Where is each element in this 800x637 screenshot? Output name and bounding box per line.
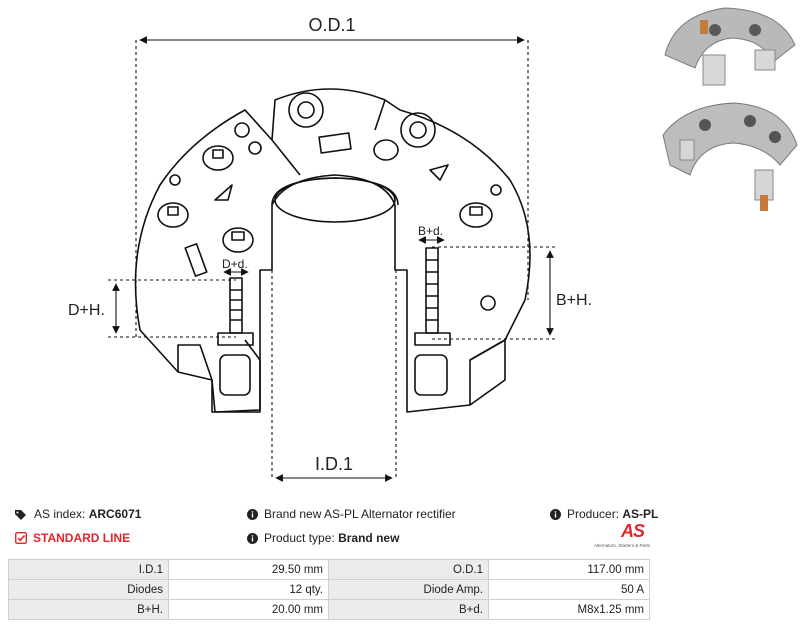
- as-pl-logo: AS Alternators, Starters & Parts: [588, 521, 650, 553]
- spec-label: Diode Amp.: [328, 579, 489, 600]
- info-icon: [550, 509, 561, 520]
- table-row: B+H. 20.00 mm B+d. M8x1.25 mm: [8, 599, 650, 620]
- id-label: I.D.1: [315, 454, 353, 474]
- producer-value: AS-PL: [622, 507, 659, 521]
- table-row: Diodes 12 qty. Diode Amp. 50 A: [8, 579, 650, 600]
- spec-label: I.D.1: [8, 559, 169, 580]
- producer-label: Producer:: [567, 507, 620, 521]
- logo-tagline: Alternators, Starters & Parts: [593, 543, 650, 548]
- spec-value: 29.50 mm: [168, 559, 329, 580]
- as-index-value: ARC6071: [88, 507, 142, 521]
- tags-icon: [15, 510, 26, 520]
- dd-label: D+d.: [222, 257, 248, 271]
- spec-label: B+H.: [8, 599, 169, 620]
- rectifier-outline: [134, 88, 531, 413]
- product-photo-bottom[interactable]: [655, 95, 800, 215]
- product-type: Product type: Brand new: [247, 531, 399, 545]
- spec-table: I.D.1 29.50 mm O.D.1 117.00 mm Diodes 12…: [8, 559, 650, 620]
- spec-label: Diodes: [8, 579, 169, 600]
- spec-label: B+d.: [328, 599, 489, 620]
- table-row: I.D.1 29.50 mm O.D.1 117.00 mm: [8, 559, 650, 580]
- standard-line: STANDARD LINE: [15, 531, 130, 545]
- od-label: O.D.1: [308, 15, 355, 35]
- spec-label: O.D.1: [328, 559, 489, 580]
- logo-mark: AS: [620, 521, 645, 541]
- product-photo-top[interactable]: [655, 0, 800, 95]
- product-type-value: Brand new: [338, 531, 400, 545]
- spec-value: 50 A: [488, 579, 650, 600]
- check-square-icon: [15, 532, 27, 544]
- description: Brand new AS-PL Alternator rectifier: [247, 507, 456, 521]
- spec-value: 12 qty.: [168, 579, 329, 600]
- description-text: Brand new AS-PL Alternator rectifier: [264, 507, 456, 521]
- bh-label: B+H.: [556, 292, 592, 309]
- spec-value: M8x1.25 mm: [488, 599, 650, 620]
- info-icon: [247, 509, 258, 520]
- rectifier-technical-drawing: O.D.1 I.D.1 D+H. B+H. D+d. B+d.: [68, 15, 592, 482]
- bd-label: B+d.: [418, 224, 443, 238]
- spec-value: 117.00 mm: [488, 559, 650, 580]
- product-type-label: Product type:: [264, 531, 335, 545]
- dh-label: D+H.: [68, 302, 105, 319]
- as-index: AS index: ARC6071: [15, 507, 141, 521]
- spec-value: 20.00 mm: [168, 599, 329, 620]
- as-index-label: AS index:: [34, 507, 86, 521]
- producer: Producer: AS-PL: [550, 507, 658, 521]
- info-icon: [247, 533, 258, 544]
- standard-line-label: STANDARD LINE: [33, 531, 131, 545]
